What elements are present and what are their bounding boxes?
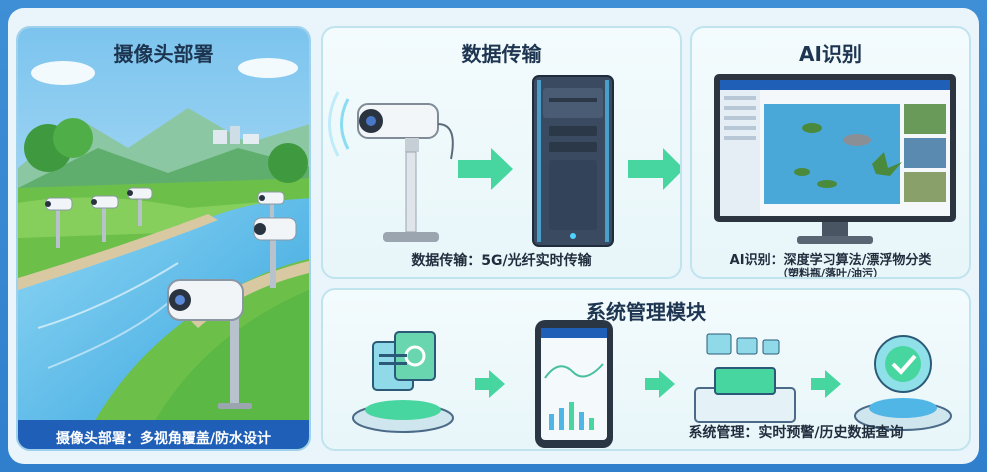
ai-recognition-panel: AI识别 [690,26,971,279]
camera-panel-caption: 摄像头部署：多视角覆盖/防水设计 [55,431,272,447]
document-stack-icon [352,331,454,433]
monitor-icon [714,74,956,244]
transmission-illustration [328,75,680,247]
flow-arrow [628,148,680,190]
camera-panel-title: 摄像头部署 [113,42,214,66]
check-badge-icon [854,335,952,431]
cctv-camera-icon [91,195,119,242]
transmission-panel-title: 数据传输 [461,42,542,66]
ai-panel-caption: AI识别：深度学习算法/漂浮物分类 [729,253,932,268]
flow-arrow [475,370,505,398]
system-management-panel: 系统管理模块 [321,288,971,451]
cctv-camera-icon [167,279,252,409]
cctv-camera-icon [45,197,73,248]
server-tower-icon [532,75,614,247]
management-illustration [352,320,952,448]
flow-arrow [645,370,675,398]
management-panel-title: 系统管理模块 [586,300,706,324]
flow-arrow [811,370,841,398]
flow-arrow [458,148,513,190]
cctv-camera-icon [253,217,297,288]
ai-panel-title: AI识别 [799,42,862,66]
management-panel-caption: 系统管理：实时预警/历史数据查询 [688,425,904,441]
transmission-panel-caption: 数据传输：5G/光纤实时传输 [411,253,592,269]
monitor-illustration [714,74,956,244]
cctv-camera-icon [127,187,153,226]
smartphone-icon [535,320,613,448]
cctv-camera-icon [257,191,285,230]
diagram-frame: 摄像头部署 摄像头部署：多视角覆盖/防水设计 数据传输 [8,8,979,464]
dashboard-device-icon [694,333,796,423]
data-transmission-panel: 数据传输 [321,26,682,279]
riverside-scene [18,28,309,449]
ai-panel-subcaption: （塑料瓶/落叶/油污） [776,267,885,279]
cctv-camera-icon [357,103,454,242]
camera-deployment-panel: 摄像头部署 摄像头部署：多视角覆盖/防水设计 [16,26,311,451]
